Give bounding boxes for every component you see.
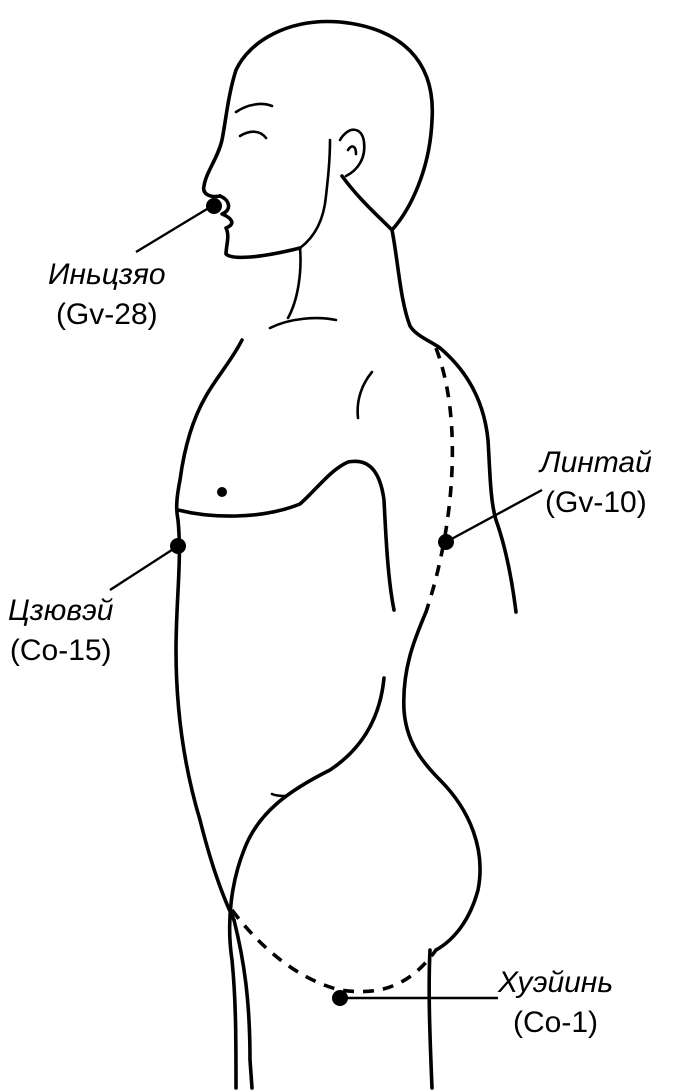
- front-torso: [176, 340, 242, 920]
- neck-back: [342, 176, 440, 348]
- head-outline: [204, 22, 433, 230]
- nipple: [217, 487, 227, 497]
- eye: [240, 132, 266, 138]
- label-huiyin: Хуэйинь (Co-1): [498, 968, 613, 1038]
- point-name: Хуэйинь: [498, 968, 613, 998]
- yinjiao-leader: [136, 206, 212, 252]
- arm-line: [358, 372, 372, 418]
- point-code: (Co-1): [498, 1008, 613, 1038]
- point-code: (Gv-10): [540, 488, 652, 518]
- yinjiao-point: [206, 198, 222, 214]
- chest-line: [178, 461, 394, 610]
- collarbone: [270, 318, 336, 328]
- face-lower-outline: [220, 196, 300, 257]
- back-thigh: [429, 950, 432, 1088]
- lower-back: [404, 612, 480, 950]
- huiyin-point: [332, 990, 348, 1006]
- point-name: Линтай: [540, 448, 652, 478]
- neck-front: [288, 248, 301, 318]
- point-code: (Co-15): [8, 636, 113, 666]
- label-lingtai: Линтай (Gv-10): [540, 448, 652, 518]
- label-jiuwei: Цзювэй (Co-15): [8, 596, 113, 666]
- point-name: Иньцзяо: [48, 260, 166, 290]
- lingtai-leader: [446, 490, 542, 542]
- hip-line: [230, 678, 384, 1088]
- point-name: Цзювэй: [8, 596, 113, 626]
- body-outline: [176, 22, 516, 1088]
- label-yinjiao: Иньцзяо (Gv-28): [48, 260, 166, 330]
- gluteal-stroke: [272, 794, 286, 796]
- eyebrow: [236, 104, 272, 112]
- ear: [340, 130, 364, 176]
- jiuwei-point: [170, 538, 186, 554]
- jaw-line: [300, 140, 330, 248]
- perineum-dashed: [232, 910, 436, 992]
- jiuwei-leader: [110, 546, 178, 590]
- lingtai-point: [438, 534, 454, 550]
- spine-dashed: [426, 348, 452, 612]
- point-code: (Gv-28): [48, 300, 166, 330]
- back-shoulder: [440, 348, 516, 612]
